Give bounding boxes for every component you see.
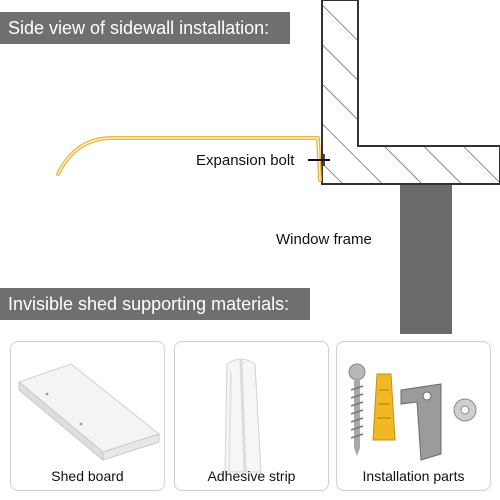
- material-caption: Installation parts: [362, 468, 465, 484]
- material-caption: Shed board: [51, 468, 124, 484]
- material-card-adhesive-strip: Adhesive strip: [174, 341, 329, 491]
- material-card-shed-board: Shed board: [10, 341, 165, 491]
- wall-section: [321, 0, 500, 185]
- shed-board-icon: [17, 363, 161, 462]
- material-card-installation-parts: Installation parts: [336, 341, 491, 491]
- window-frame-label: Window frame: [276, 231, 372, 248]
- shed-profile-inner: [57, 137, 321, 181]
- material-caption: Adhesive strip: [207, 468, 296, 484]
- wall-inner-edge: [357, 0, 500, 147]
- materials-title: Invisible shed supporting materials:: [0, 288, 310, 320]
- expansion-bolt-label: Expansion bolt: [196, 152, 295, 169]
- adhesive-strip-icon: [224, 358, 262, 473]
- window-frame: [400, 184, 452, 334]
- side-view-title: Side view of sidewall installation:: [0, 12, 290, 44]
- installation-parts-icon: [348, 363, 477, 461]
